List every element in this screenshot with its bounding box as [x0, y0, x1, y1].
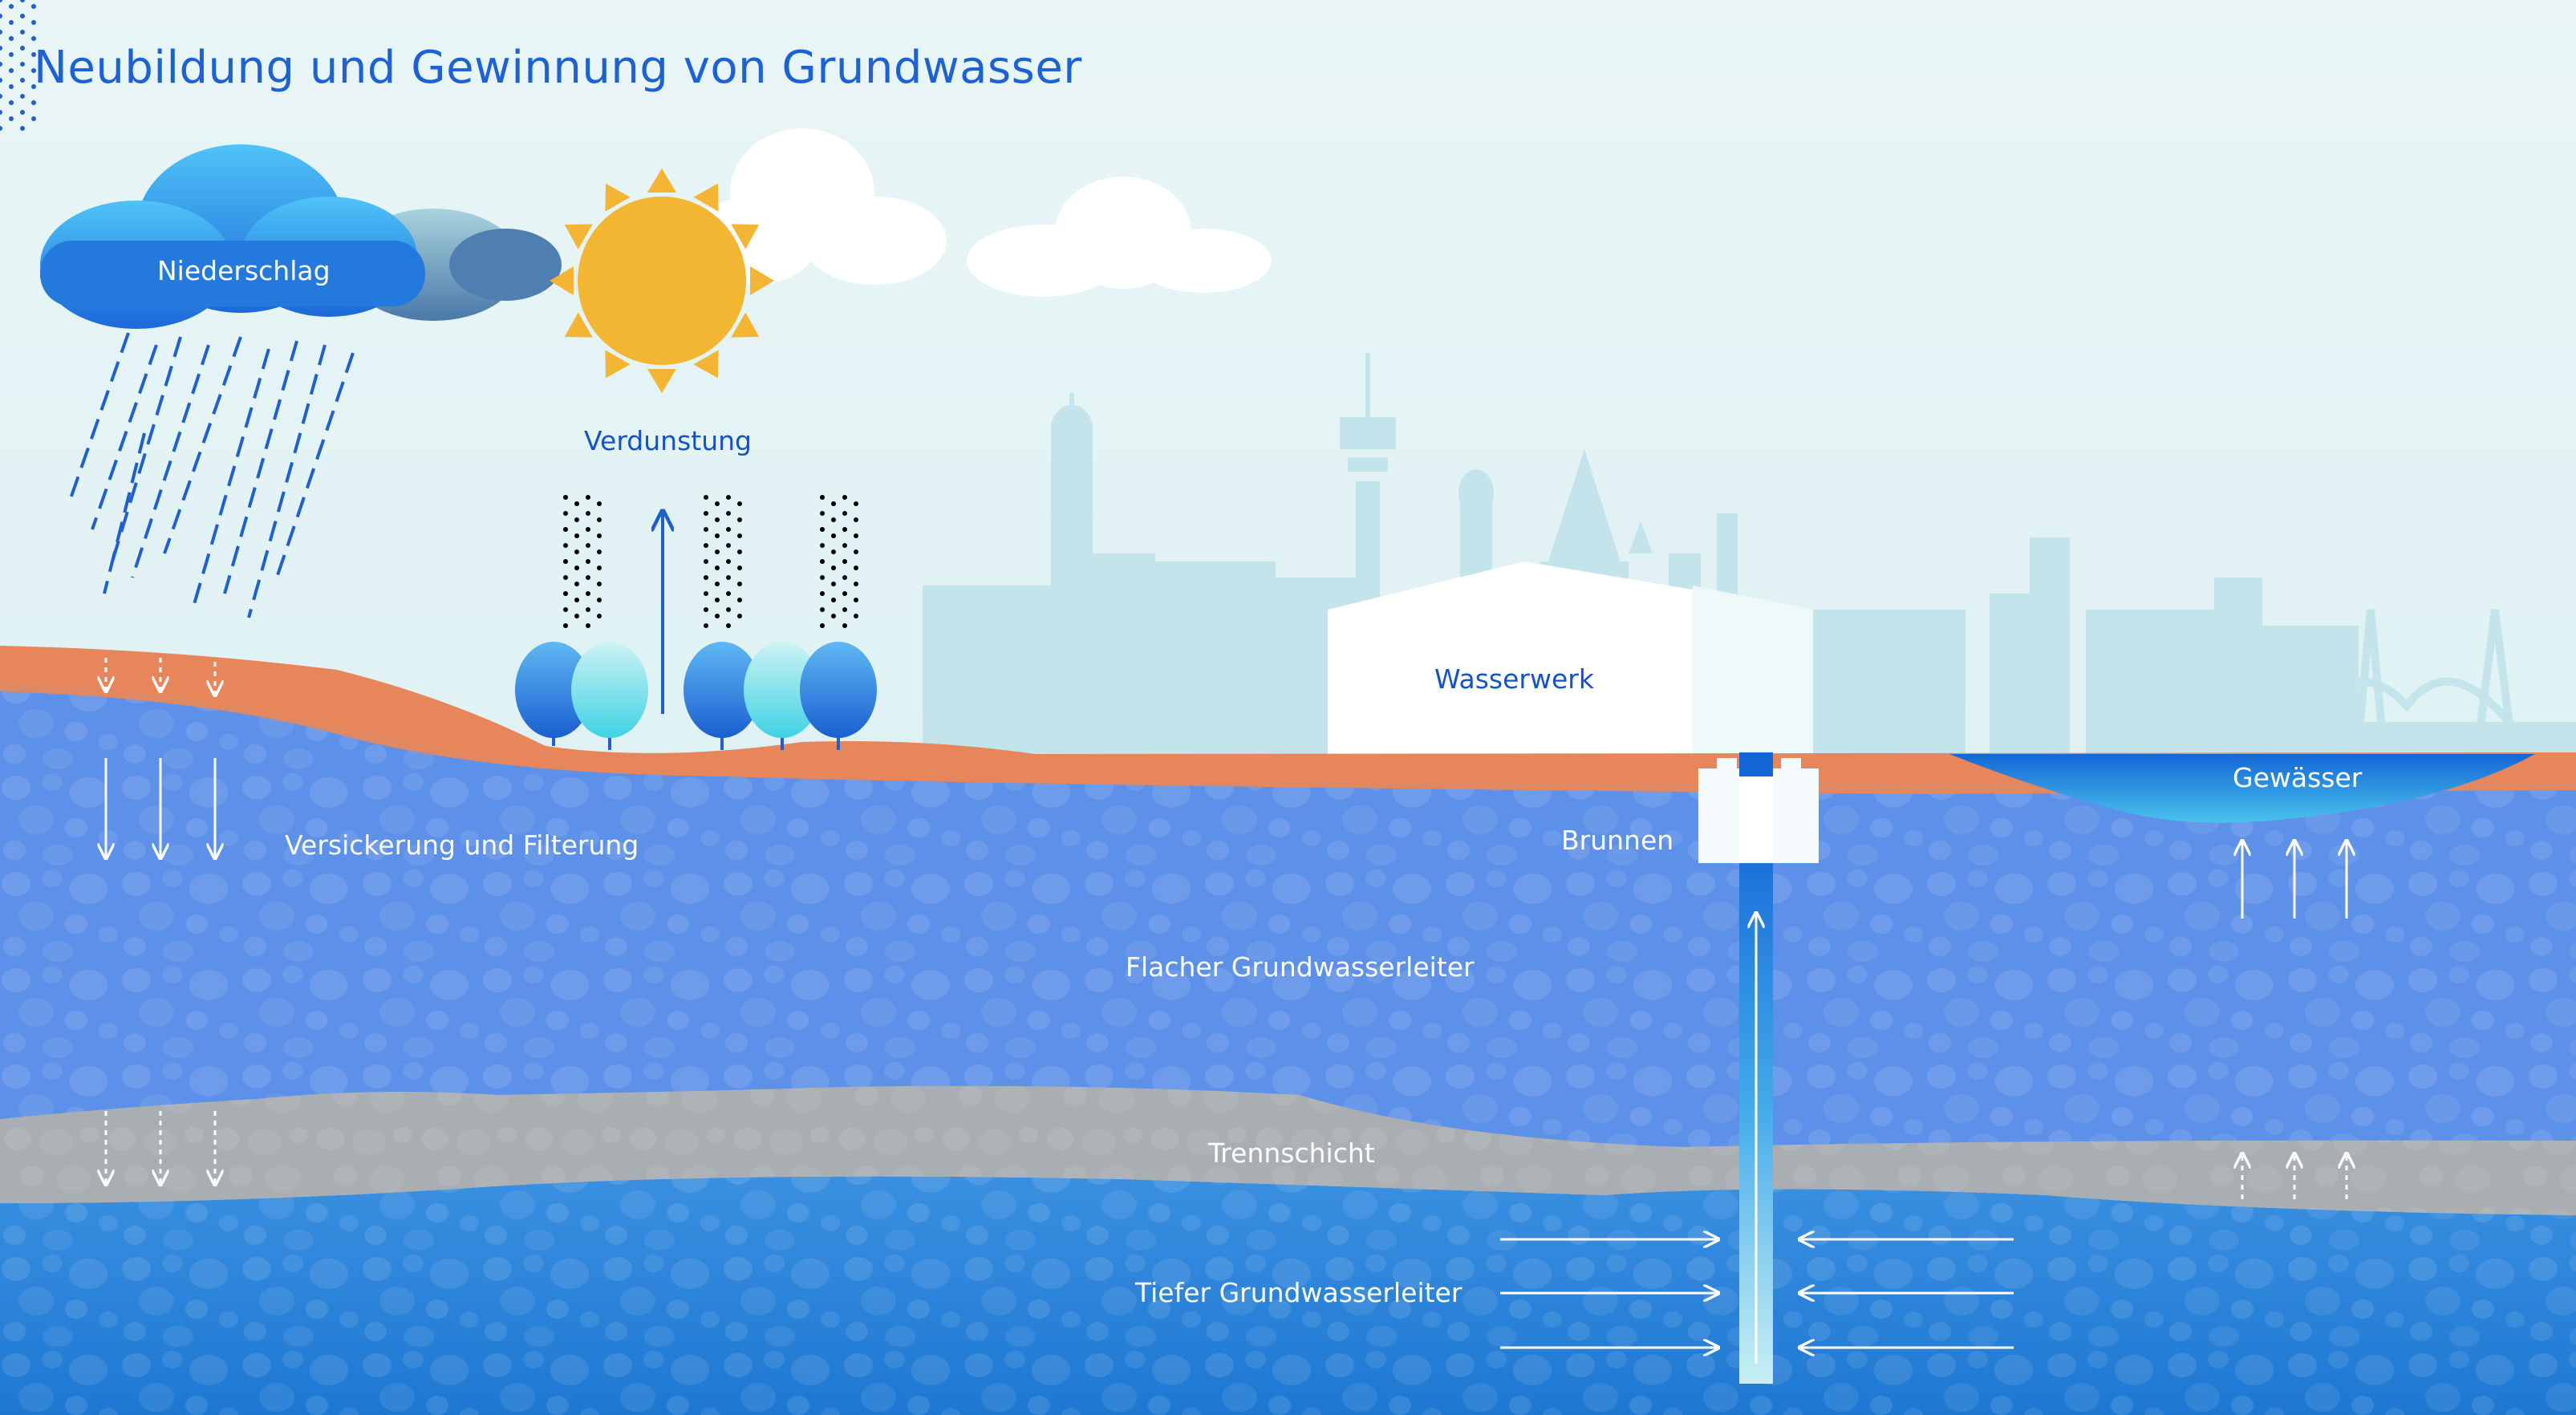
waterworks-building: [1328, 562, 1813, 758]
evaporation-vapor: [0, 0, 36, 131]
label-well: Brunnen: [1561, 825, 1674, 856]
rain-drops: [67, 332, 355, 618]
flow-arrows: [1500, 1239, 2014, 1348]
rain-cloud: [40, 144, 562, 329]
soil-layer: [0, 646, 2576, 802]
well: [1698, 752, 1819, 1384]
page-title: Neubildung und Gewinnung von Grundwasser: [34, 42, 1082, 94]
surface-water-lake: [1949, 754, 2535, 823]
label-evaporation: Verdunstung: [584, 425, 752, 456]
label-infiltration: Versickerung und Filterung: [285, 829, 639, 861]
upwelling-arrows: [2242, 842, 2347, 1199]
trees: [515, 642, 877, 750]
label-waterworks: Wasserwerk: [1434, 663, 1594, 695]
label-surface-water: Gewässer: [2233, 762, 2363, 793]
label-deep-aquifer: Tiefer Grundwasserleiter: [1135, 1277, 1462, 1308]
label-separation-layer: Trennschicht: [1208, 1137, 1375, 1169]
sun: [550, 168, 774, 393]
infiltration-arrows: [106, 658, 215, 1183]
label-shallow-aquifer: Flacher Grundwasserleiter: [1126, 951, 1475, 983]
white-cloud: [690, 128, 1272, 297]
label-precipitation: Niederschlag: [157, 255, 331, 286]
